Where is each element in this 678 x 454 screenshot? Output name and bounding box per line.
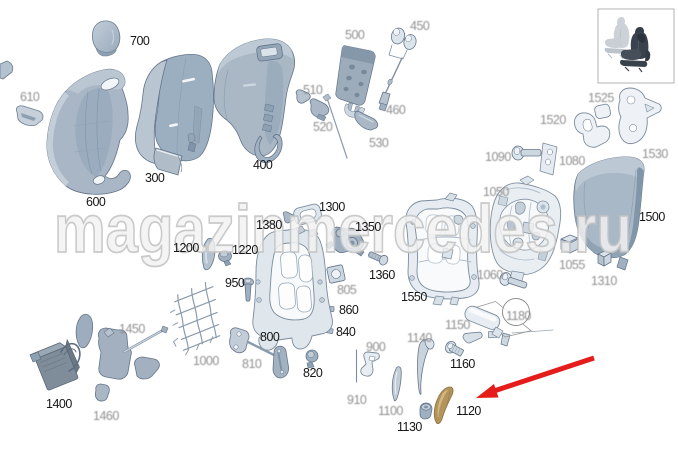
svg-text:800: 800 [260, 330, 280, 344]
svg-text:1520: 1520 [540, 113, 566, 127]
svg-text:805: 805 [337, 283, 357, 297]
svg-text:1450: 1450 [119, 322, 145, 336]
svg-text:1080: 1080 [559, 154, 585, 168]
svg-text:510: 510 [303, 83, 323, 97]
svg-text:1150: 1150 [445, 318, 470, 332]
svg-text:900: 900 [366, 340, 386, 354]
svg-text:600: 600 [86, 195, 106, 209]
svg-text:1310: 1310 [591, 274, 617, 288]
svg-text:810: 810 [242, 357, 262, 371]
svg-text:1550: 1550 [401, 290, 427, 304]
svg-text:500: 500 [345, 28, 365, 42]
svg-text:1460: 1460 [93, 409, 119, 423]
svg-text:950: 950 [225, 276, 245, 290]
svg-text:300: 300 [145, 171, 165, 185]
svg-text:860: 860 [339, 303, 359, 317]
svg-text:1100: 1100 [378, 404, 403, 418]
svg-text:magazinmercedes.ru: magazinmercedes.ru [54, 191, 632, 267]
svg-text:520: 520 [313, 120, 333, 134]
svg-text:1500: 1500 [639, 210, 665, 224]
svg-text:1530: 1530 [642, 147, 668, 161]
svg-text:450: 450 [410, 19, 430, 33]
svg-text:1350: 1350 [355, 220, 381, 234]
svg-text:610: 610 [20, 90, 40, 104]
svg-text:820: 820 [303, 366, 323, 380]
svg-text:910: 910 [347, 393, 367, 407]
svg-text:1130: 1130 [397, 420, 422, 434]
svg-text:530: 530 [369, 136, 389, 150]
svg-text:460: 460 [386, 103, 406, 117]
svg-text:1050: 1050 [483, 185, 509, 199]
svg-text:1380: 1380 [256, 218, 282, 232]
svg-text:400: 400 [253, 158, 273, 172]
svg-text:1090: 1090 [485, 150, 511, 164]
svg-text:1200: 1200 [173, 241, 199, 255]
svg-text:1300: 1300 [319, 200, 345, 214]
svg-text:840: 840 [336, 325, 356, 339]
svg-text:1160: 1160 [450, 357, 475, 371]
svg-text:700: 700 [130, 34, 150, 48]
svg-text:1060: 1060 [477, 268, 503, 282]
svg-text:1140: 1140 [407, 331, 432, 345]
svg-text:1220: 1220 [232, 243, 258, 257]
svg-text:1525: 1525 [588, 91, 614, 105]
svg-text:1180: 1180 [506, 309, 531, 323]
svg-text:1000: 1000 [193, 354, 219, 368]
svg-text:1120: 1120 [456, 404, 481, 418]
svg-text:1055: 1055 [559, 258, 585, 272]
svg-text:1400: 1400 [46, 397, 72, 411]
svg-text:1360: 1360 [369, 268, 395, 282]
